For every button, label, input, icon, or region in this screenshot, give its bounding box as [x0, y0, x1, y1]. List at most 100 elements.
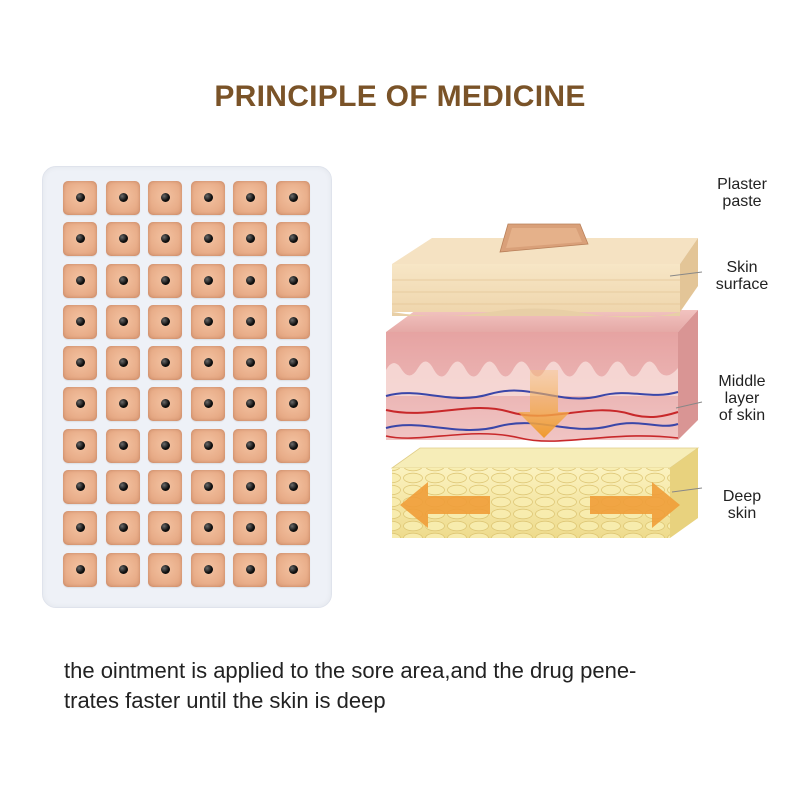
ear-seed-patch [233, 346, 267, 381]
seed-dot [76, 316, 85, 326]
seed-dot [76, 564, 85, 574]
seed-dot [288, 440, 298, 450]
seed-dot [246, 440, 255, 450]
seed-dot [161, 399, 170, 409]
seed-dot [118, 564, 128, 574]
seed-dot [161, 523, 170, 533]
ear-seed-patch [275, 428, 310, 463]
ear-seed-patch [63, 346, 97, 381]
ear-seed-patch [190, 346, 225, 381]
ear-seed-patch [148, 387, 182, 422]
seed-dot [288, 564, 298, 574]
ear-seed-patch [105, 346, 140, 381]
ear-seed-patch [63, 304, 97, 339]
ear-seed-patch [233, 263, 267, 298]
seed-dot [76, 358, 85, 368]
label-skin-surface: Skin surface [704, 259, 780, 293]
seed-dot [76, 193, 85, 202]
ear-seed-patch [275, 470, 310, 505]
seed-dot [288, 523, 298, 533]
ear-seed-patch [63, 181, 97, 215]
seed-dot [118, 358, 128, 368]
ear-seed-patch [190, 304, 225, 339]
ear-seed-patch [148, 470, 182, 505]
ear-seed-patch [233, 304, 267, 339]
seed-dot [118, 316, 128, 326]
ear-seed-patch [148, 511, 182, 546]
ear-seed-patch [105, 222, 140, 257]
label-line: paste [722, 193, 762, 210]
label-line: of skin [718, 407, 766, 424]
seed-dot [246, 234, 255, 244]
seed-dot [288, 234, 298, 244]
seed-dot [246, 482, 255, 492]
seed-dot [288, 482, 298, 492]
seed-dot [76, 440, 85, 450]
seed-dot [203, 399, 213, 409]
caption-line-2: trates faster until the skin is deep [64, 688, 386, 713]
seed-dot [118, 523, 128, 533]
ear-seed-patch [190, 428, 225, 463]
seed-dot [203, 316, 213, 326]
seed-dot [161, 234, 170, 244]
seed-dot [161, 482, 170, 492]
seed-dot [203, 234, 213, 244]
seed-dot [288, 193, 298, 202]
ear-seed-patch [148, 181, 182, 215]
seed-dot [76, 399, 85, 409]
seed-dot [76, 523, 85, 533]
ear-seed-patch [190, 263, 225, 298]
label-line: Deep [722, 488, 762, 505]
seed-dot [203, 564, 213, 574]
seed-dot [246, 564, 255, 574]
page-title: PRINCIPLE OF MEDICINE [214, 80, 586, 113]
ear-seed-patch [63, 263, 97, 298]
skin-surface-layer [392, 238, 698, 318]
seed-dot [118, 482, 128, 492]
description-caption: the ointment is applied to the sore area… [64, 656, 764, 716]
ear-seed-patch [105, 552, 140, 587]
ear-seed-patch [233, 181, 267, 215]
ear-seed-patch [233, 552, 267, 587]
seed-dot [203, 358, 213, 368]
seed-dot [246, 358, 255, 368]
seed-dot [246, 275, 255, 285]
ear-seed-patch [233, 470, 267, 505]
seed-dot [118, 234, 128, 244]
seed-dot [161, 193, 170, 202]
seed-dot [118, 275, 128, 285]
patch-grid [63, 181, 310, 587]
ear-seed-patch [190, 181, 225, 215]
ear-seed-patch [275, 263, 310, 298]
ear-seed-patch [105, 263, 140, 298]
ear-seed-patch [63, 552, 97, 587]
ear-seed-patch [233, 511, 267, 546]
seed-dot [118, 399, 128, 409]
seed-dot [161, 275, 170, 285]
seed-dot [203, 482, 213, 492]
acupressure-patch-sheet [42, 166, 332, 608]
seed-dot [203, 440, 213, 450]
ear-seed-patch [148, 304, 182, 339]
ear-seed-patch [275, 304, 310, 339]
ear-seed-patch [233, 222, 267, 257]
seed-dot [161, 358, 170, 368]
skin-layers-illustration [385, 223, 703, 538]
ear-seed-patch [233, 387, 267, 422]
ear-seed-patch [63, 222, 97, 257]
seed-dot [246, 316, 255, 326]
label-deep-skin: Deep skin [704, 488, 780, 522]
ear-seed-patch [105, 470, 140, 505]
seed-dot [118, 440, 128, 450]
seed-dot [288, 275, 298, 285]
label-line: surface [715, 276, 769, 293]
seed-dot [161, 316, 170, 326]
leader-lines [669, 271, 703, 493]
seed-dot [288, 358, 298, 368]
seed-dot [161, 564, 170, 574]
seed-dot [288, 399, 298, 409]
ear-seed-patch [275, 511, 310, 546]
caption-line-1: the ointment is applied to the sore area… [64, 658, 637, 683]
ear-seed-patch [233, 428, 267, 463]
label-line: Skin [726, 259, 758, 276]
